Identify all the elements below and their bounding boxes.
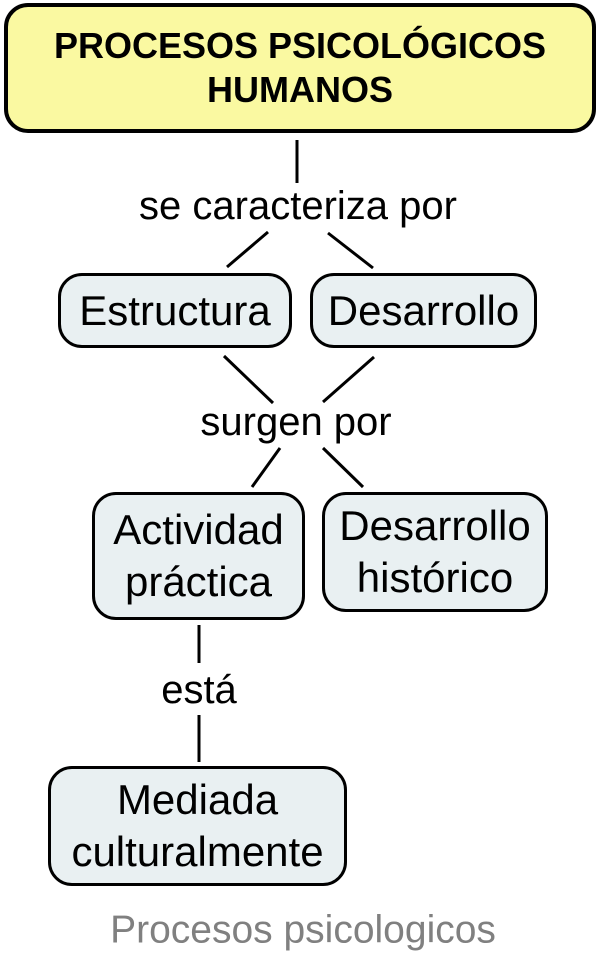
- root-node-label: PROCESOS PSICOLÓGICOS HUMANOS: [53, 25, 547, 110]
- link-label-esta: está: [161, 668, 237, 712]
- link-label-se-caracteriza-por: se caracteriza por: [139, 184, 457, 228]
- connector-line: [222, 354, 275, 405]
- node-mediada-culturalmente: Mediada culturalmente: [48, 766, 347, 886]
- root-node-procesos-psicologicos-humanos: PROCESOS PSICOLÓGICOS HUMANOS: [4, 3, 596, 133]
- node-mediada-culturalmente-label: Mediada culturalmente: [71, 776, 324, 875]
- connector-line: [322, 355, 375, 404]
- connector-line: [250, 447, 282, 488]
- connector-line: [327, 231, 374, 270]
- node-desarrollo: Desarrollo: [310, 273, 537, 348]
- node-estructura: Estructura: [58, 273, 292, 348]
- map-caption: Procesos psicologicos: [110, 908, 496, 952]
- node-desarrollo-historico-label: Desarrollo histórico: [339, 502, 531, 601]
- link-label-surgen-por: surgen por: [200, 400, 392, 444]
- node-estructura-label: Estructura: [79, 286, 271, 334]
- node-actividad-practica-label: Actividad práctica: [113, 506, 284, 605]
- node-desarrollo-historico: Desarrollo histórico: [322, 492, 548, 612]
- connector-line: [226, 230, 269, 269]
- node-actividad-practica: Actividad práctica: [92, 492, 305, 620]
- node-desarrollo-label: Desarrollo: [327, 286, 520, 334]
- connector-line: [321, 446, 365, 489]
